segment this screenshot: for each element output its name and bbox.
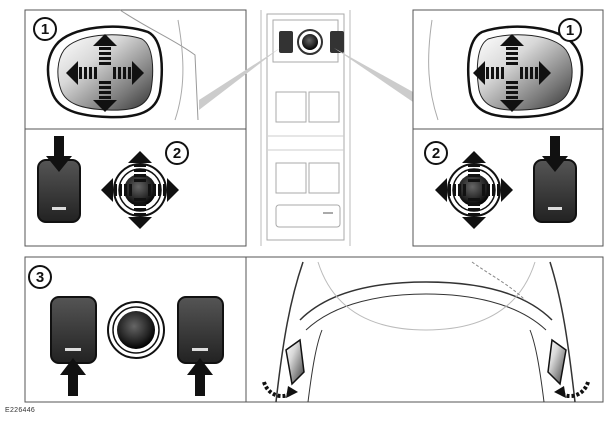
svg-text:3: 3 (36, 269, 44, 286)
step-badge-3: 3 (28, 265, 52, 289)
panel-right-mirror: 1 (412, 9, 604, 130)
panel-fold-buttons: 3 (24, 256, 247, 403)
panel-car-top-view (245, 256, 604, 403)
panel-left-joystick: 2 (24, 128, 247, 247)
svg-text:2: 2 (432, 145, 440, 162)
mirror-joystick-icon (107, 301, 165, 359)
fold-button-left (50, 296, 97, 364)
panel-right-joystick: 2 (412, 128, 604, 247)
step-badge-1-right: 1 (558, 18, 582, 42)
step-badge-2-right: 2 (424, 141, 448, 165)
down-arrow-icon (542, 136, 568, 172)
up-arrow-icon (60, 358, 86, 396)
up-arrow-icon (187, 358, 213, 396)
svg-text:1: 1 (566, 22, 574, 39)
svg-text:2: 2 (173, 145, 181, 162)
reference-code: E226446 (5, 407, 36, 414)
down-arrow-icon (46, 136, 72, 172)
mirror-fold-arrow-icon (262, 338, 305, 399)
door-control-panel (199, 10, 413, 246)
mirror-glass-icon (46, 25, 164, 119)
panel-left-mirror: 1 (24, 9, 247, 130)
step-badge-2-left: 2 (165, 141, 189, 165)
fold-button-right (177, 296, 224, 364)
mirror-fold-arrow-icon (547, 338, 590, 399)
svg-text:1: 1 (41, 21, 49, 38)
step-badge-1-left: 1 (33, 17, 57, 41)
